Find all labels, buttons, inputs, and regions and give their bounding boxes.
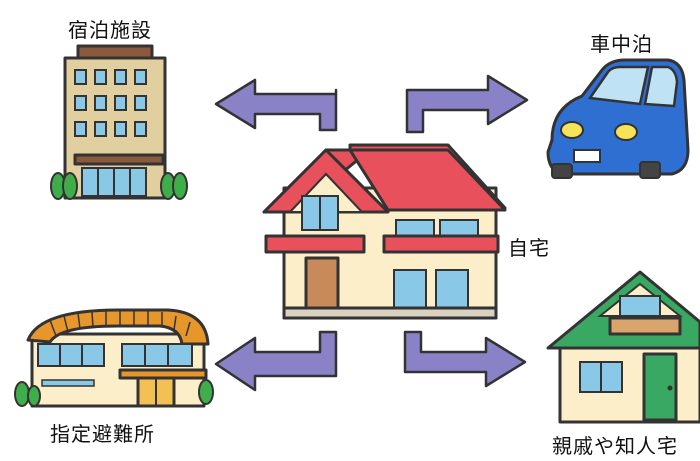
- arrow-to-shelter: [214, 330, 338, 392]
- hotel-illustration: [50, 44, 188, 200]
- label-shelter: 指定避難所: [50, 422, 155, 446]
- label-relatives: 親戚や知人宅: [552, 434, 678, 458]
- arrow-to-car: [405, 74, 529, 134]
- home-illustration: [262, 143, 507, 320]
- arrow-to-hotel: [214, 78, 338, 132]
- label-hotel: 宿泊施設: [68, 18, 152, 42]
- label-car: 車中泊: [590, 32, 653, 56]
- arrow-to-relatives: [403, 330, 527, 388]
- car-illustration: [546, 58, 690, 179]
- relatives-house-illustration: [546, 270, 700, 424]
- label-home: 自宅: [508, 236, 550, 260]
- shelter-illustration: [14, 308, 214, 408]
